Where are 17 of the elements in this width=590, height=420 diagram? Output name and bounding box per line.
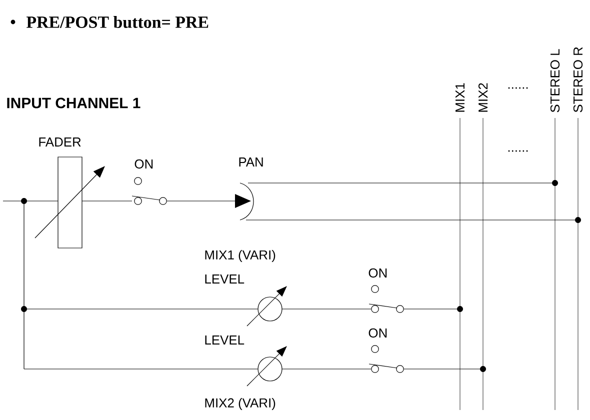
level-label: MIX2 (VARI)	[205, 398, 276, 410]
fader-label: FADER	[39, 138, 81, 146]
bus-label: STEREO R	[573, 47, 583, 112]
channel-heading: INPUT CHANNEL 1	[7, 98, 140, 108]
bus-label: STEREO L	[550, 49, 560, 112]
ellipsis-text: ......	[508, 150, 528, 152]
level-label: LEVEL	[205, 336, 244, 344]
title: PRE/POST button= PRE	[26, 16, 208, 28]
bus-label: MIX2	[478, 83, 488, 112]
bus-label: MIX1	[456, 83, 464, 112]
ellipsis-text: ......	[508, 87, 528, 89]
switch-label: ON	[368, 268, 387, 278]
switch-label: ON	[368, 328, 387, 338]
switch-label: ON	[134, 159, 153, 169]
pan-label: PAN	[239, 158, 263, 166]
level-label: MIX1 (VARI)	[205, 250, 276, 262]
level-label: LEVEL	[205, 274, 244, 284]
